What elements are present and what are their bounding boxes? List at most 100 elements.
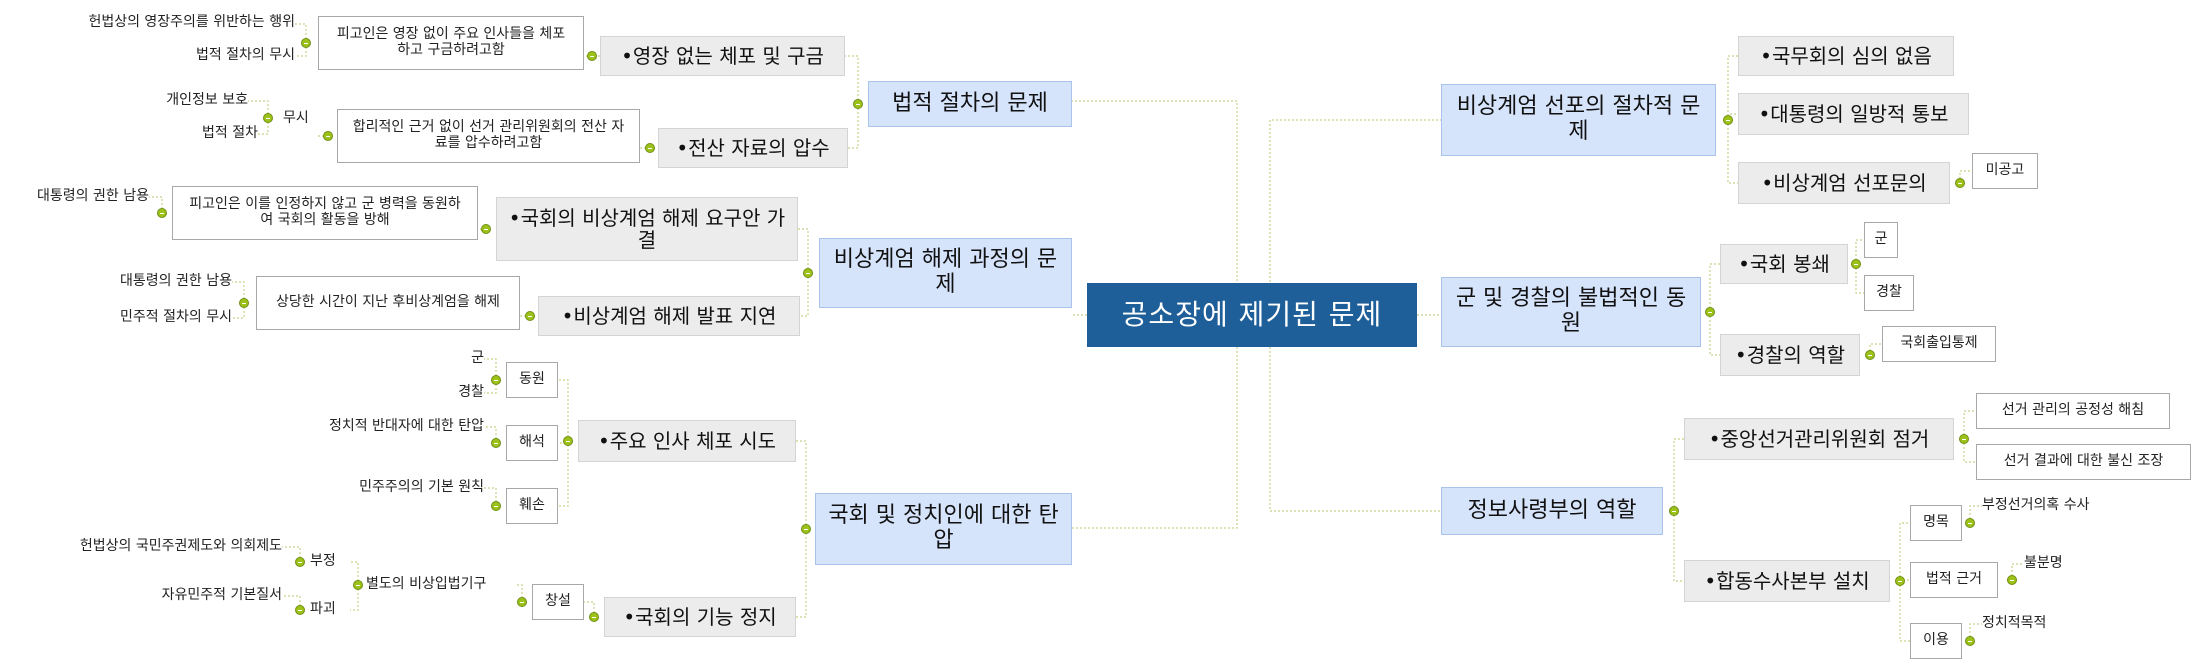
desc-data-seizure[interactable]: 합리적인 근거 없이 선거 관리위원회의 전산 자료를 압수하려고함 bbox=[337, 109, 640, 163]
collapse-toggle-icon[interactable] bbox=[2007, 575, 2017, 585]
collapse-toggle-icon[interactable] bbox=[263, 113, 273, 123]
collapse-toggle-icon[interactable] bbox=[157, 208, 167, 218]
collapse-toggle-icon[interactable] bbox=[1865, 350, 1875, 360]
leaf-liberal-democracy: 자유민주적 기본질서 bbox=[161, 587, 282, 604]
topic-suppression[interactable]: 국회 및 정치인에 대한 탄압 bbox=[815, 493, 1072, 565]
collapse-toggle-icon[interactable] bbox=[323, 131, 333, 141]
collapse-toggle-icon[interactable] bbox=[491, 375, 501, 385]
group-interpret[interactable]: 해석 bbox=[506, 425, 558, 461]
connector-b2-c1 bbox=[798, 228, 809, 273]
leaf-distrust[interactable]: 선거 결과에 대한 불신 조장 bbox=[1976, 444, 2191, 480]
item-declaration[interactable]: •비상계엄 선포문의 bbox=[1738, 162, 1950, 204]
leaf-military-right[interactable]: 군 bbox=[1864, 222, 1898, 258]
group-damage[interactable]: 훼손 bbox=[506, 488, 558, 524]
subtopic-delay-announcement[interactable]: •비상계엄 해제 발표 지연 bbox=[538, 296, 800, 336]
connector-r3-c1 bbox=[1673, 438, 1684, 511]
collapse-toggle-icon[interactable] bbox=[1851, 259, 1861, 269]
collapse-toggle-icon[interactable] bbox=[301, 38, 311, 48]
group-mobilize[interactable]: 동원 bbox=[506, 362, 558, 398]
collapse-toggle-icon[interactable] bbox=[587, 51, 597, 61]
collapse-toggle-icon[interactable] bbox=[1705, 307, 1715, 317]
collapse-toggle-icon[interactable] bbox=[239, 298, 249, 308]
connector-root-b3 bbox=[1072, 315, 1238, 529]
leaf-ignore-democracy: 민주적 절차의 무시 bbox=[120, 309, 232, 326]
leaf-police-right[interactable]: 경찰 bbox=[1864, 275, 1914, 311]
collapse-toggle-icon[interactable] bbox=[1723, 115, 1733, 125]
leaf-sovereignty: 헌법상의 국민주권제도와 의회제도 bbox=[79, 538, 282, 555]
connector-desc-leaf-b2a bbox=[232, 281, 245, 303]
connector-mid-m1 bbox=[350, 561, 359, 585]
collapse-toggle-icon[interactable] bbox=[1895, 576, 1905, 586]
collapse-toggle-icon[interactable] bbox=[353, 580, 363, 590]
collapse-toggle-icon[interactable] bbox=[295, 557, 305, 567]
connector-r1-i1 bbox=[1727, 55, 1738, 120]
collapse-toggle-icon[interactable] bbox=[803, 268, 813, 278]
leaf-democracy-principle: 민주주의의 기본 원칙 bbox=[359, 479, 484, 496]
connector-g2-leaf bbox=[2011, 563, 2024, 580]
connector-g1-l1 bbox=[484, 358, 497, 380]
group-pretext[interactable]: 명목 bbox=[1910, 505, 1962, 541]
mid-deny: 부정 bbox=[310, 553, 336, 570]
collapse-toggle-icon[interactable] bbox=[1955, 178, 1965, 188]
connector-c1-g3 bbox=[558, 441, 569, 507]
subtopic-assembly-halt[interactable]: •국회의 기능 정지 bbox=[604, 597, 796, 637]
subtopic-arrest-attempt[interactable]: •주요 인사 체포 시도 bbox=[578, 420, 796, 462]
leaf-abuse-power-1: 대통령의 권한 남용 bbox=[37, 188, 149, 205]
leaf-legal-procedure: 법적 절차 bbox=[202, 125, 258, 142]
collapse-toggle-icon[interactable] bbox=[491, 501, 501, 511]
mid-emergency-legislature: 별도의 비상입법기구 bbox=[366, 576, 487, 593]
topic-intelligence-command[interactable]: 정보사령부의 역할 bbox=[1441, 487, 1663, 535]
item-election-commission[interactable]: •중앙선거관리위원회 점거 bbox=[1684, 418, 1954, 460]
connector-c1-l1 bbox=[1963, 410, 1976, 439]
collapse-toggle-icon[interactable] bbox=[589, 612, 599, 622]
connector-b3-c1 bbox=[796, 440, 807, 529]
item-joint-investigation[interactable]: •합동수사본부 설치 bbox=[1684, 560, 1890, 602]
collapse-toggle-icon[interactable] bbox=[517, 597, 527, 607]
connector-g1-mid bbox=[516, 584, 523, 602]
topic-legal-procedure[interactable]: 법적 절차의 문제 bbox=[868, 81, 1072, 127]
collapse-toggle-icon[interactable] bbox=[563, 436, 573, 446]
mid-ignore: 무시 bbox=[283, 110, 309, 127]
group-use[interactable]: 이용 bbox=[1910, 623, 1962, 659]
group-create[interactable]: 창설 bbox=[532, 584, 584, 620]
subtopic-assembly-resolution[interactable]: •국회의 비상계엄 해제 요구안 가결 bbox=[496, 197, 798, 261]
central-topic[interactable]: 공소장에 제기된 문제 bbox=[1087, 283, 1417, 347]
connector-r2-i1 bbox=[1709, 263, 1720, 312]
item-unilateral-notice[interactable]: •대통령의 일방적 통보 bbox=[1738, 93, 1969, 135]
collapse-toggle-icon[interactable] bbox=[1965, 636, 1975, 646]
collapse-toggle-icon[interactable] bbox=[481, 224, 491, 234]
item-no-cabinet-review[interactable]: •국무회의 심의 없음 bbox=[1738, 36, 1954, 76]
item-assembly-blockade[interactable]: •국회 봉쇄 bbox=[1720, 244, 1848, 284]
item-police-role[interactable]: •경찰의 역할 bbox=[1720, 334, 1860, 376]
connector-root-r3 bbox=[1269, 315, 1441, 512]
leaf-access-control[interactable]: 국회출입통제 bbox=[1882, 326, 1996, 362]
connector-mid-m2 bbox=[350, 585, 359, 611]
leaf-political-purpose: 정치적목적 bbox=[1982, 615, 2047, 632]
topic-martial-law-lifting[interactable]: 비상계엄 해제 과정의 문제 bbox=[819, 238, 1072, 308]
collapse-toggle-icon[interactable] bbox=[491, 438, 501, 448]
collapse-toggle-icon[interactable] bbox=[1965, 518, 1975, 528]
leaf-unclear: 불분명 bbox=[2024, 555, 2063, 572]
connector-b3-c2 bbox=[796, 529, 807, 618]
collapse-toggle-icon[interactable] bbox=[801, 524, 811, 534]
leaf-military: 군 bbox=[471, 350, 484, 367]
leaf-fairness[interactable]: 선거 관리의 공정성 해침 bbox=[1976, 393, 2170, 429]
leaf-not-announced[interactable]: 미공고 bbox=[1972, 153, 2038, 189]
connector-desc-leaf-b2b bbox=[232, 303, 245, 319]
collapse-toggle-icon[interactable] bbox=[853, 99, 863, 109]
collapse-toggle-icon[interactable] bbox=[645, 143, 655, 153]
collapse-toggle-icon[interactable] bbox=[525, 311, 535, 321]
desc-assembly-resolution[interactable]: 피고인은 이를 인정하지 않고 군 병력을 동원하여 국회의 활동을 방해 bbox=[172, 186, 478, 240]
subtopic-warrantless-arrest[interactable]: •영장 없는 체포 및 구금 bbox=[600, 36, 845, 76]
topic-procedural-problem[interactable]: 비상계엄 선포의 절차적 문제 bbox=[1441, 84, 1716, 156]
group-legal-basis[interactable]: 법적 근거 bbox=[1910, 562, 1998, 598]
topic-illegal-mobilization[interactable]: 군 및 경찰의 불법적인 동원 bbox=[1441, 277, 1701, 347]
desc-delay-announcement[interactable]: 상당한 시간이 지난 후비상계엄을 해제 bbox=[256, 276, 520, 330]
collapse-toggle-icon[interactable] bbox=[295, 605, 305, 615]
collapse-toggle-icon[interactable] bbox=[1669, 506, 1679, 516]
desc-warrantless-arrest[interactable]: 피고인은 영장 없이 주요 인사들을 체포하고 구금하려고함 bbox=[318, 16, 584, 70]
leaf-abuse-power-2: 대통령의 권한 남용 bbox=[120, 273, 232, 290]
connector-g3-l1 bbox=[484, 487, 497, 506]
subtopic-data-seizure[interactable]: •전산 자료의 압수 bbox=[658, 128, 848, 168]
collapse-toggle-icon[interactable] bbox=[1959, 434, 1969, 444]
